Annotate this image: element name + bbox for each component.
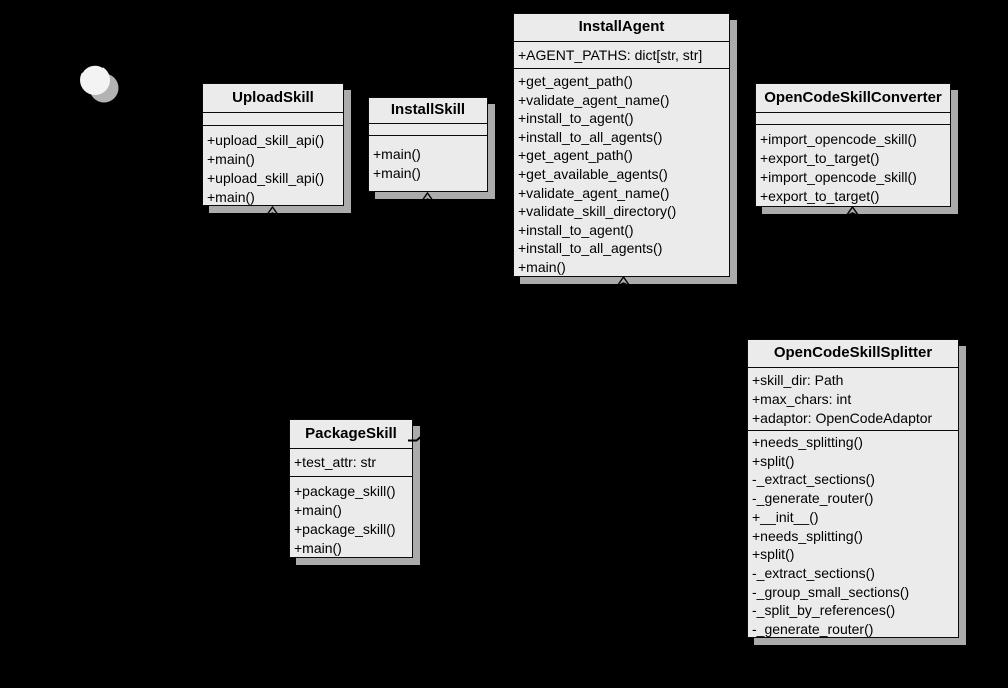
class-box-installskill[interactable]: InstallSkill +main() +main() (368, 97, 488, 192)
attribute-line: +skill_dir: Path (752, 372, 844, 388)
method-line: +get_agent_path() (518, 147, 633, 164)
class-box-uploadskill[interactable]: UploadSkill +upload_skill_api()+main()+u… (202, 83, 344, 206)
attribute-line: +max_chars: int (752, 391, 852, 407)
method-line: +main() (207, 189, 255, 205)
class-title: UploadSkill (203, 84, 343, 113)
class-attributes-section: +test_attr: str (290, 449, 412, 477)
class-attributes-section (203, 113, 343, 126)
class-title: OpenCodeSkillSplitter (748, 340, 958, 368)
method-line: +main() (373, 165, 421, 181)
attribute-line: +test_attr: str (294, 454, 377, 470)
method-line: +validate_agent_name() (518, 184, 670, 201)
class-methods-section: +main() +main() (369, 136, 487, 183)
class-box-installagent[interactable]: InstallAgent +AGENT_PATHS: dict[str, str… (513, 13, 730, 277)
circle-node-body (80, 65, 110, 95)
method-line: +install_to_all_agents() (518, 128, 663, 145)
class-methods-section: +needs_splitting()+split()-_extract_sect… (748, 431, 958, 639)
method-line: -_extract_sections() (752, 564, 875, 581)
method-line: +main() (294, 540, 342, 556)
method-line: +install_to_agent() (518, 110, 634, 127)
generalization-arrowhead-icon (616, 276, 631, 287)
class-attributes-section: +AGENT_PATHS: dict[str, str] (514, 42, 729, 69)
method-line: +validate_agent_name() (518, 91, 670, 108)
method-line: -_generate_router() (752, 490, 874, 507)
method-line: +main() (207, 151, 255, 167)
class-title: PackageSkill (290, 420, 412, 449)
method-line: +package_skill() (294, 521, 396, 537)
circle-node-outline (79, 64, 111, 96)
class-title: OpenCodeSkillConverter (756, 84, 950, 113)
method-line: +upload_skill_api() (207, 170, 325, 186)
method-line: +__init__() (752, 508, 819, 525)
generalization-arrowhead-icon (265, 206, 280, 217)
method-line: +upload_skill_api() (207, 132, 325, 148)
method-line: +export_to_target() (760, 150, 880, 166)
dependency-arrowhead-icon (408, 433, 425, 442)
class-box-opencodeskillsplitter[interactable]: OpenCodeSkillSplitter +skill_dir: Path +m… (747, 339, 959, 638)
class-box-opencodeskillconverter[interactable]: OpenCodeSkillConverter +import_opencode_… (755, 83, 951, 207)
class-title: InstallSkill (369, 98, 487, 124)
attribute-line: +AGENT_PATHS: dict[str, str] (518, 47, 703, 63)
method-line: +export_to_target() (760, 188, 880, 204)
method-line: +needs_splitting() (752, 434, 863, 450)
class-attributes-section (369, 124, 487, 136)
circle-node[interactable] (68, 55, 134, 117)
class-methods-section: +package_skill() +main() +package_skill() +… (290, 477, 412, 558)
method-line: +install_to_agent() (518, 221, 634, 238)
method-line: +package_skill() (294, 483, 396, 499)
method-line: +main() (518, 258, 566, 275)
method-line: -_group_small_sections() (752, 583, 910, 600)
method-line: -_extract_sections() (752, 471, 875, 488)
method-line: +main() (373, 146, 421, 162)
method-line: +validate_skill_directory() (518, 203, 677, 220)
method-line: -_split_by_references() (752, 602, 896, 619)
method-line: +import_opencode_skill() (760, 169, 917, 185)
method-line: +install_to_all_agents() (518, 240, 663, 257)
class-methods-section: +get_agent_path() +validate_agent_name() +… (514, 69, 729, 277)
method-line: +main() (294, 502, 342, 518)
method-line: +split() (752, 452, 795, 469)
class-attributes-section (756, 113, 950, 125)
method-line: +needs_splitting() (752, 527, 863, 544)
class-title: InstallAgent (514, 14, 729, 42)
class-methods-section: +import_opencode_skill() +export_to_targe… (756, 125, 950, 206)
class-box-packageskill[interactable]: PackageSkill +test_attr: str +package_sk… (289, 419, 413, 558)
method-line: +get_agent_path() (518, 73, 633, 89)
method-line: +import_opencode_skill() (760, 131, 917, 147)
attribute-line: +adaptor: OpenCodeAdaptor (752, 410, 933, 426)
class-methods-section: +upload_skill_api() +main() +upload_skill_… (203, 126, 343, 207)
generalization-arrowhead-icon (845, 206, 860, 217)
class-attributes-section: +skill_dir: Path +max_chars: int +adaptor:… (748, 368, 958, 431)
method-line: +split() (752, 546, 795, 563)
method-line: +get_available_agents() (518, 165, 668, 182)
generalization-arrowhead-icon (420, 192, 435, 203)
method-line: -_generate_router() (752, 621, 874, 638)
